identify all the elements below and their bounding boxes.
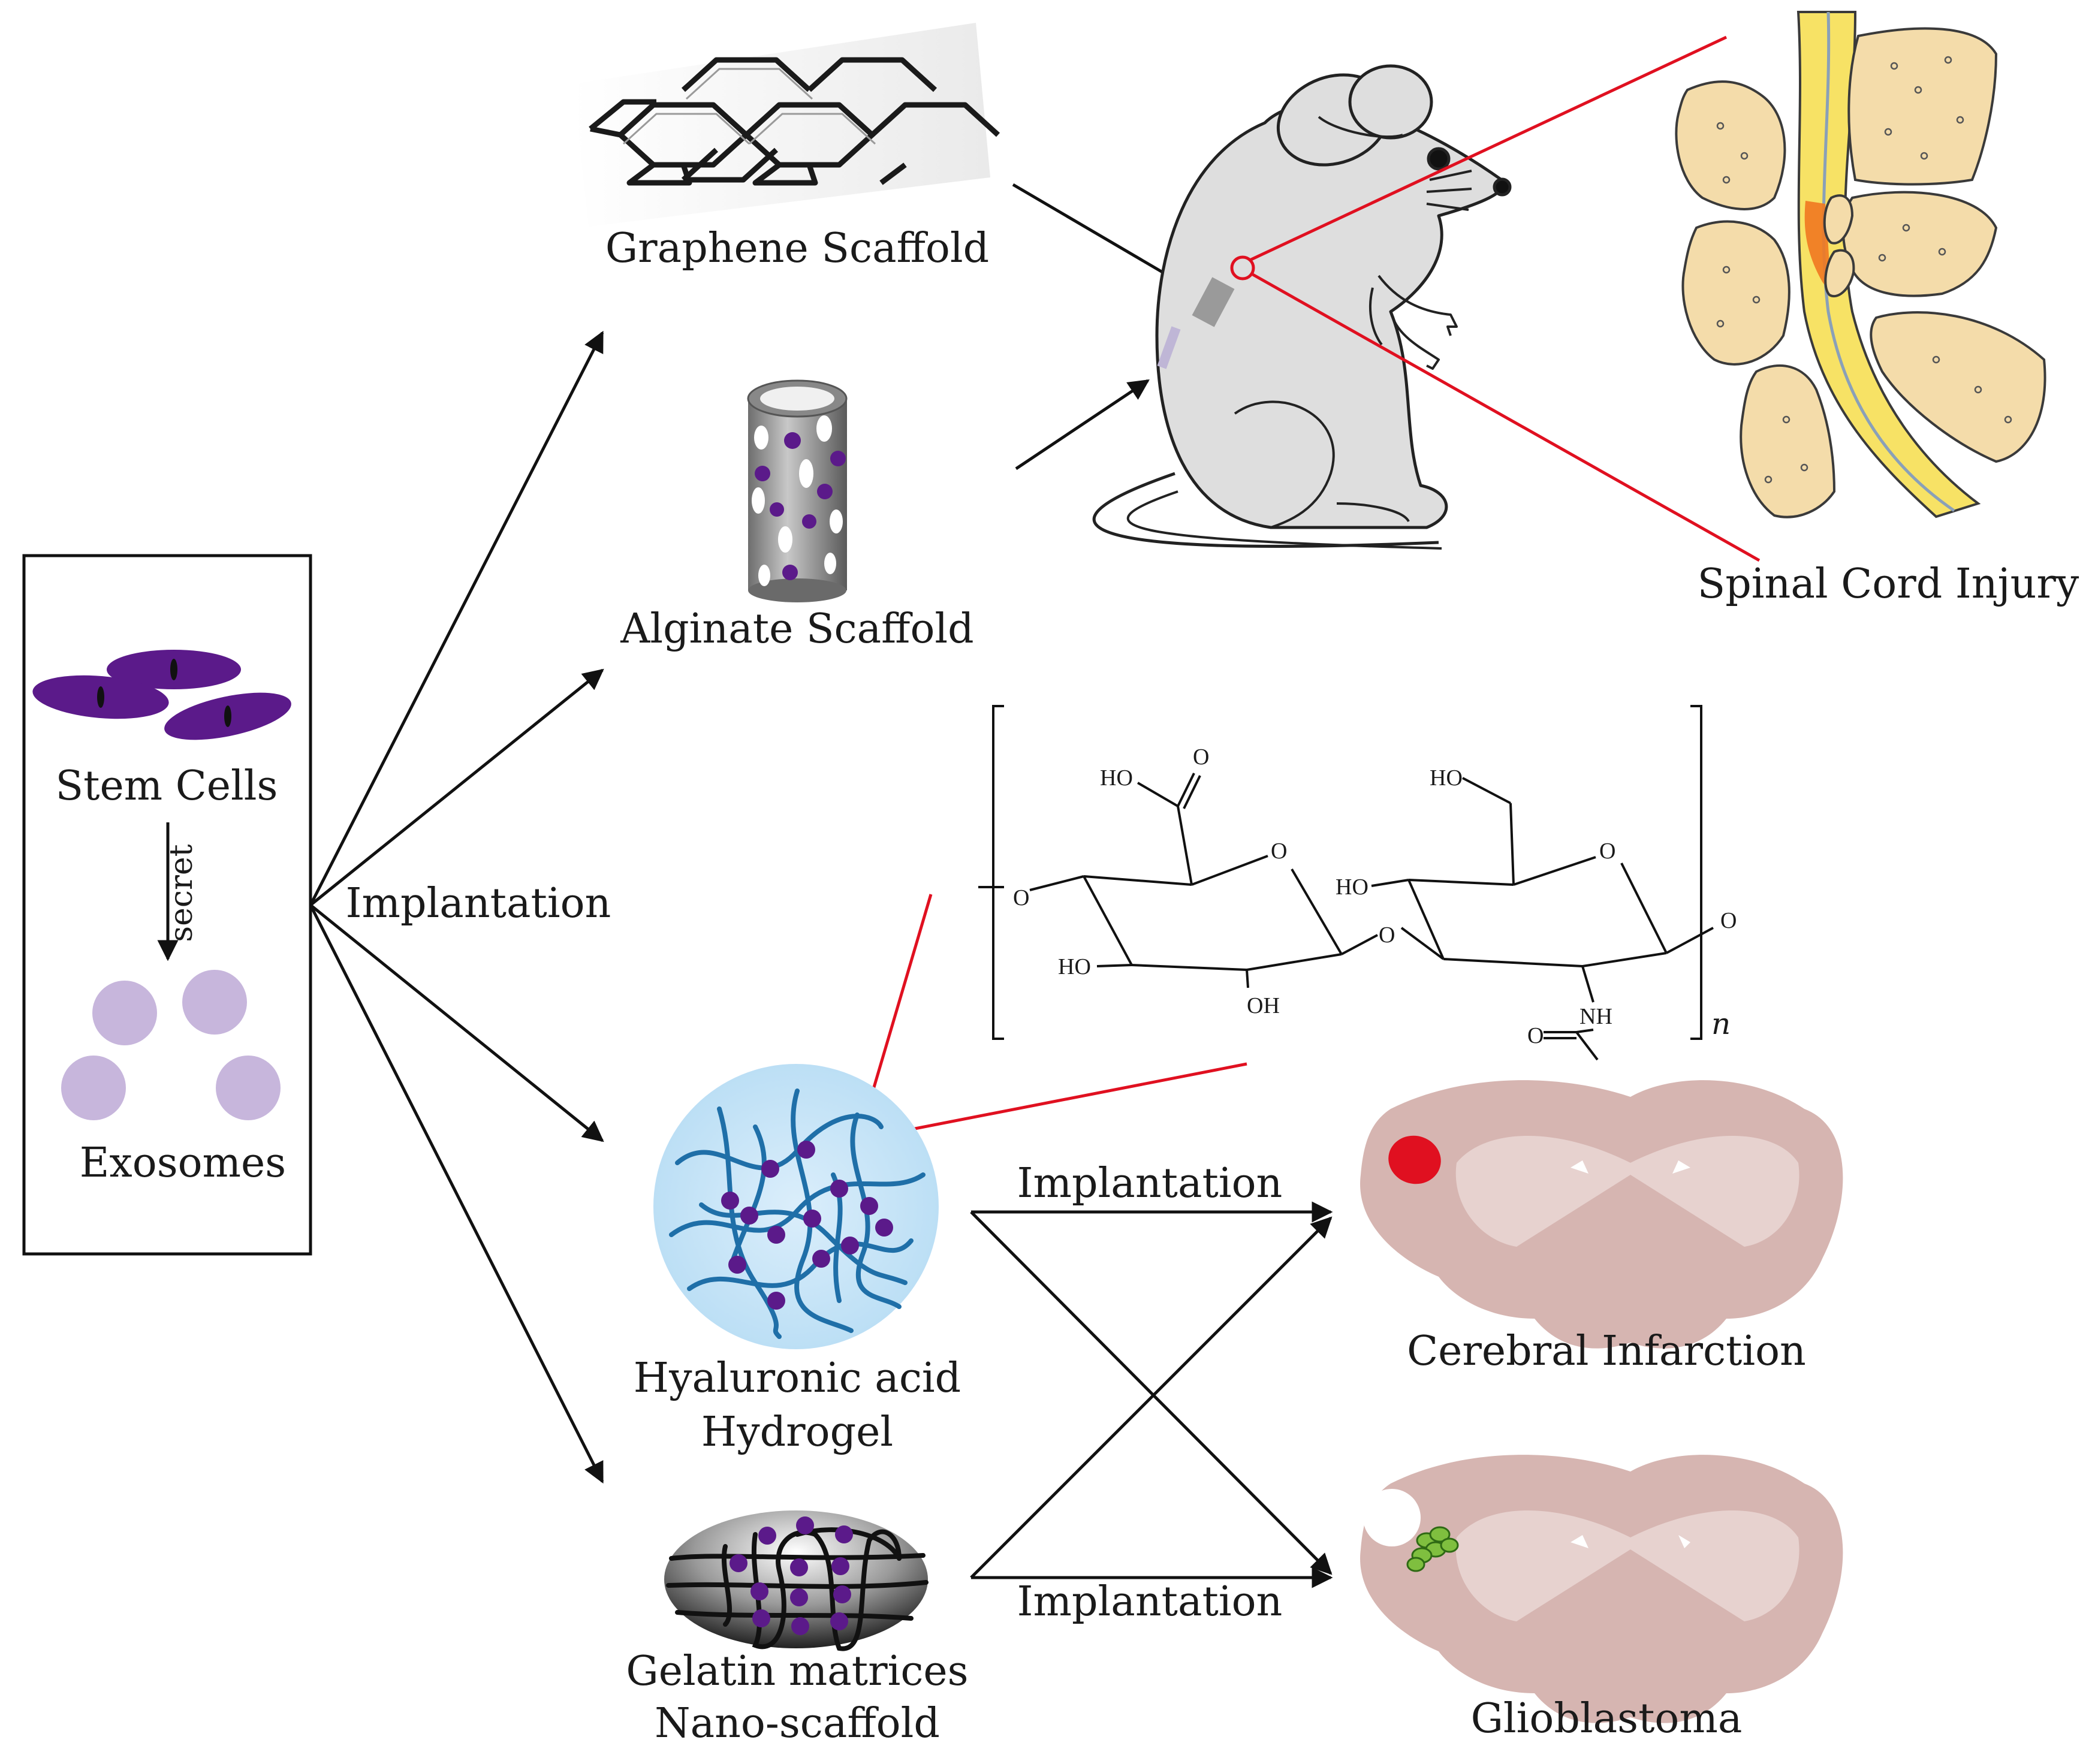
stem-cell-panel: Stem Cells secret Exosomes <box>22 554 312 1256</box>
spinal-label: Spinal Cord Injury <box>1698 560 2079 608</box>
implantation-label-top: Implantation <box>1017 1160 1283 1207</box>
exosomes-label: Exosomes <box>80 1139 286 1187</box>
cerebral-label: Cerebral Infarction <box>1407 1328 1806 1375</box>
svg-text:OH: OH <box>1247 993 1280 1018</box>
svg-text:O: O <box>1379 922 1395 948</box>
implantation-arrows <box>309 330 604 1484</box>
svg-text:O: O <box>1271 839 1287 864</box>
gelatin-label-line2: Nano-scaffold <box>655 1700 940 1747</box>
graphene-scaffold-icon <box>572 23 1000 227</box>
hyaluronic-acid-structure <box>978 705 1714 1061</box>
stem-cells-label: Stem Cells <box>56 762 278 810</box>
graphene-to-mouse-arrow <box>1012 183 1186 287</box>
cross-implantation-arrows <box>970 1201 1333 1588</box>
graphene-label: Graphene Scaffold <box>605 225 989 272</box>
hyaluronic-label-line1: Hyaluronic acid <box>634 1355 961 1402</box>
svg-text:O: O <box>1013 885 1029 910</box>
svg-text:O: O <box>1720 908 1737 933</box>
glioblastoma-label: Glioblastoma <box>1471 1695 1743 1742</box>
svg-text:HO: HO <box>1100 765 1133 791</box>
hydrogel-zoom-lines <box>851 894 1247 1141</box>
svg-text:n: n <box>1711 1006 1731 1041</box>
spinal-cord-illustration <box>1675 11 2046 518</box>
stem-cells-icon <box>32 650 291 740</box>
svg-text:HO: HO <box>1058 954 1091 979</box>
exosomes-icon <box>61 970 281 1120</box>
brain-cerebral-infarction <box>1360 1080 1843 1349</box>
brain-glioblastoma <box>1360 1455 1843 1723</box>
implantation-label-bottom: Implantation <box>1017 1578 1283 1626</box>
alginate-scaffold-icon <box>747 379 848 602</box>
alginate-to-mouse-arrow <box>1015 379 1150 471</box>
svg-text:NH: NH <box>1579 1004 1612 1029</box>
svg-text:O: O <box>1527 1023 1544 1048</box>
hyaluronic-label-line2: Hydrogel <box>701 1409 893 1456</box>
hydrogel-icon <box>653 1064 939 1349</box>
svg-text:O: O <box>1193 744 1209 770</box>
hyaluronic-acid-atoms: HO O O O HO OH O HO O HO O NH O n <box>1013 744 1737 1048</box>
gelatin-label-line1: Gelatin matrices <box>626 1648 968 1695</box>
svg-text:O: O <box>1599 839 1615 864</box>
svg-text:HO: HO <box>1336 875 1368 900</box>
alginate-label: Alginate Scaffold <box>620 605 973 653</box>
gelatin-scaffold-icon <box>664 1510 929 1651</box>
spinal-zoom-lines <box>1230 35 1761 562</box>
secret-label: secret <box>164 844 200 942</box>
svg-text:HO: HO <box>1430 765 1463 791</box>
mouse-illustration <box>1092 64 1512 550</box>
implantation-label-main: Implantation <box>346 880 611 927</box>
